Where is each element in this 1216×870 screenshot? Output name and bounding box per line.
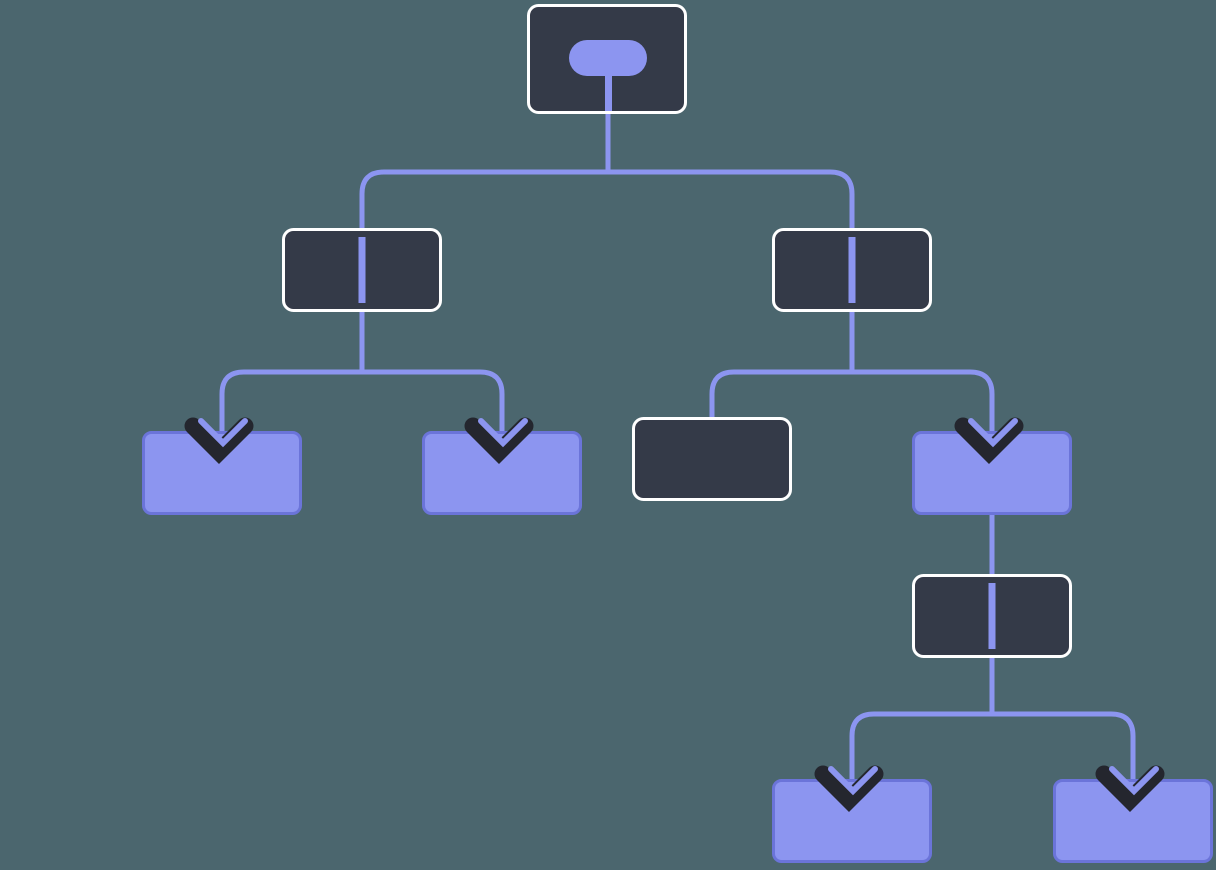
- edge-level4-to-leaf-d[interactable]: [989, 658, 1136, 784]
- leaf-node-a-surface[interactable]: [142, 431, 302, 515]
- edge-level2-left-to-leaf-b-arrow-shadow: [464, 417, 534, 465]
- edge-level2-right-to-empty-node[interactable]: [709, 312, 855, 417]
- edge-level2-left-to-leaf-a-arrow-shadow: [184, 417, 254, 465]
- root-node-pill-glyph: [569, 40, 647, 76]
- edge-level4-to-leaf-c[interactable]: [849, 658, 995, 784]
- leaf-node-a[interactable]: [142, 431, 302, 515]
- level4-dark-node-bar-glyph: [988, 583, 996, 649]
- empty-dark-node[interactable]: [632, 417, 792, 501]
- edge-level4-to-leaf-d-arrow-accent: [1109, 766, 1159, 796]
- arrowheads-layer: [184, 417, 1165, 813]
- leaf-node-d-surface[interactable]: [1053, 779, 1213, 863]
- edge-level2-left-to-leaf-b-arrowhead: [464, 417, 534, 465]
- edge-level2-left-to-leaf-b-arrow-accent: [478, 418, 528, 448]
- edge-level2-right-to-branch-node-arrow-accent: [968, 418, 1018, 448]
- edge-level4-to-leaf-d-arrowhead: [1095, 765, 1165, 813]
- edge-root-to-level2-right[interactable]: [605, 114, 855, 320]
- edge-level4-to-leaf-c-arrow-accent: [828, 766, 878, 796]
- edge-level2-left-to-leaf-a-arrow-accent: [198, 418, 248, 448]
- edge-level2-right-to-branch-node-arrowhead: [954, 417, 1024, 465]
- edge-level2-left-to-leaf-b[interactable]: [359, 312, 505, 436]
- leaf-node-b-surface[interactable]: [422, 431, 582, 515]
- level2-right-node-bar-glyph: [848, 237, 856, 303]
- leaf-node-b[interactable]: [422, 431, 582, 515]
- edge-level4-to-leaf-c-arrow-shadow: [814, 765, 884, 813]
- edge-level2-left-to-leaf-a[interactable]: [219, 312, 365, 436]
- branch-purple-node[interactable]: [912, 431, 1072, 515]
- leaf-node-d[interactable]: [1053, 779, 1213, 863]
- root-node[interactable]: [527, 4, 687, 114]
- level2-left-node-bar-glyph: [358, 237, 366, 303]
- level4-dark-node[interactable]: [912, 574, 1072, 658]
- connectors-layer: [219, 114, 1136, 784]
- leaf-node-c[interactable]: [772, 779, 932, 863]
- level2-right-node[interactable]: [772, 228, 932, 312]
- leaf-node-c-surface[interactable]: [772, 779, 932, 863]
- edge-level4-to-leaf-d-arrow-shadow: [1095, 765, 1165, 813]
- edge-level2-right-to-branch-node-arrow-shadow: [954, 417, 1024, 465]
- edge-root-to-level2-left[interactable]: [359, 114, 611, 320]
- edge-level4-to-leaf-c-arrowhead: [814, 765, 884, 813]
- branch-purple-node-surface[interactable]: [912, 431, 1072, 515]
- empty-dark-node-surface[interactable]: [632, 417, 792, 501]
- level2-left-node[interactable]: [282, 228, 442, 312]
- nodes-layer: [142, 4, 1213, 863]
- root-node-stem-glyph: [605, 58, 612, 111]
- edge-level2-left-to-leaf-a-arrowhead: [184, 417, 254, 465]
- edge-level2-right-to-branch-node[interactable]: [849, 312, 995, 436]
